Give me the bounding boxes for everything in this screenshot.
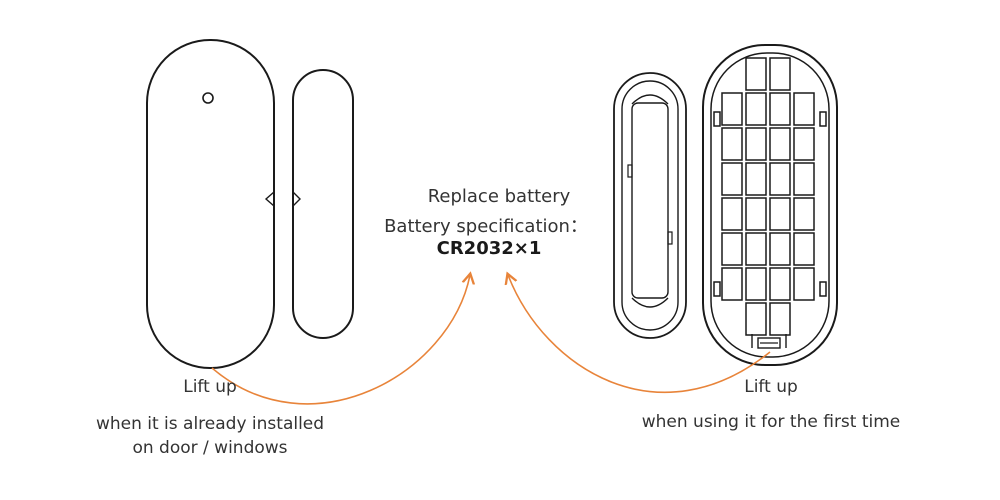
grid-cell <box>721 197 743 231</box>
right-caption-line1: when using it for the first time <box>641 412 901 432</box>
right-caption-action: Lift up <box>744 377 798 397</box>
grid-cell <box>793 232 815 266</box>
battery-spec-label: Battery specification： <box>384 216 588 237</box>
side-clip <box>713 111 721 127</box>
grid-cell <box>769 302 791 336</box>
grid-cell <box>721 127 743 161</box>
center-title: Replace battery <box>427 186 571 207</box>
grid-cell <box>745 162 767 196</box>
grid-cell <box>721 267 743 301</box>
grid-cell <box>769 232 791 266</box>
grid-cell <box>745 197 767 231</box>
battery-cover-icon <box>613 72 687 339</box>
grid-cell <box>721 162 743 196</box>
grid-cell <box>745 92 767 126</box>
sensor-back-icon <box>702 44 838 366</box>
side-clip <box>819 281 827 297</box>
left-caption-action: Lift up <box>183 377 237 397</box>
grid-cell <box>745 267 767 301</box>
grid-cell <box>745 232 767 266</box>
battery-spec-value: CR2032×1 <box>436 238 542 259</box>
left-caption-line1: when it is already installed <box>95 414 325 434</box>
grid-cell <box>769 162 791 196</box>
grid-cell <box>721 92 743 126</box>
arrow-left <box>211 275 470 405</box>
grid-cell <box>793 162 815 196</box>
grid-cell <box>793 127 815 161</box>
side-clip <box>819 111 827 127</box>
side-clip <box>713 281 721 297</box>
left-caption-line2: on door / windows <box>132 438 288 458</box>
grid-cell <box>745 302 767 336</box>
sensor-body-icon <box>146 39 275 369</box>
grid-cell <box>769 57 791 91</box>
arrow-right <box>508 275 771 393</box>
grid-cell <box>793 197 815 231</box>
grid-cell <box>745 57 767 91</box>
grid-cell <box>769 197 791 231</box>
grid-cell <box>745 127 767 161</box>
grid-cell <box>793 92 815 126</box>
grid-cell <box>793 267 815 301</box>
grid-cell <box>769 92 791 126</box>
grid-cell <box>769 127 791 161</box>
grid-cell <box>721 232 743 266</box>
grid-cell <box>769 267 791 301</box>
magnet-icon <box>292 69 354 339</box>
